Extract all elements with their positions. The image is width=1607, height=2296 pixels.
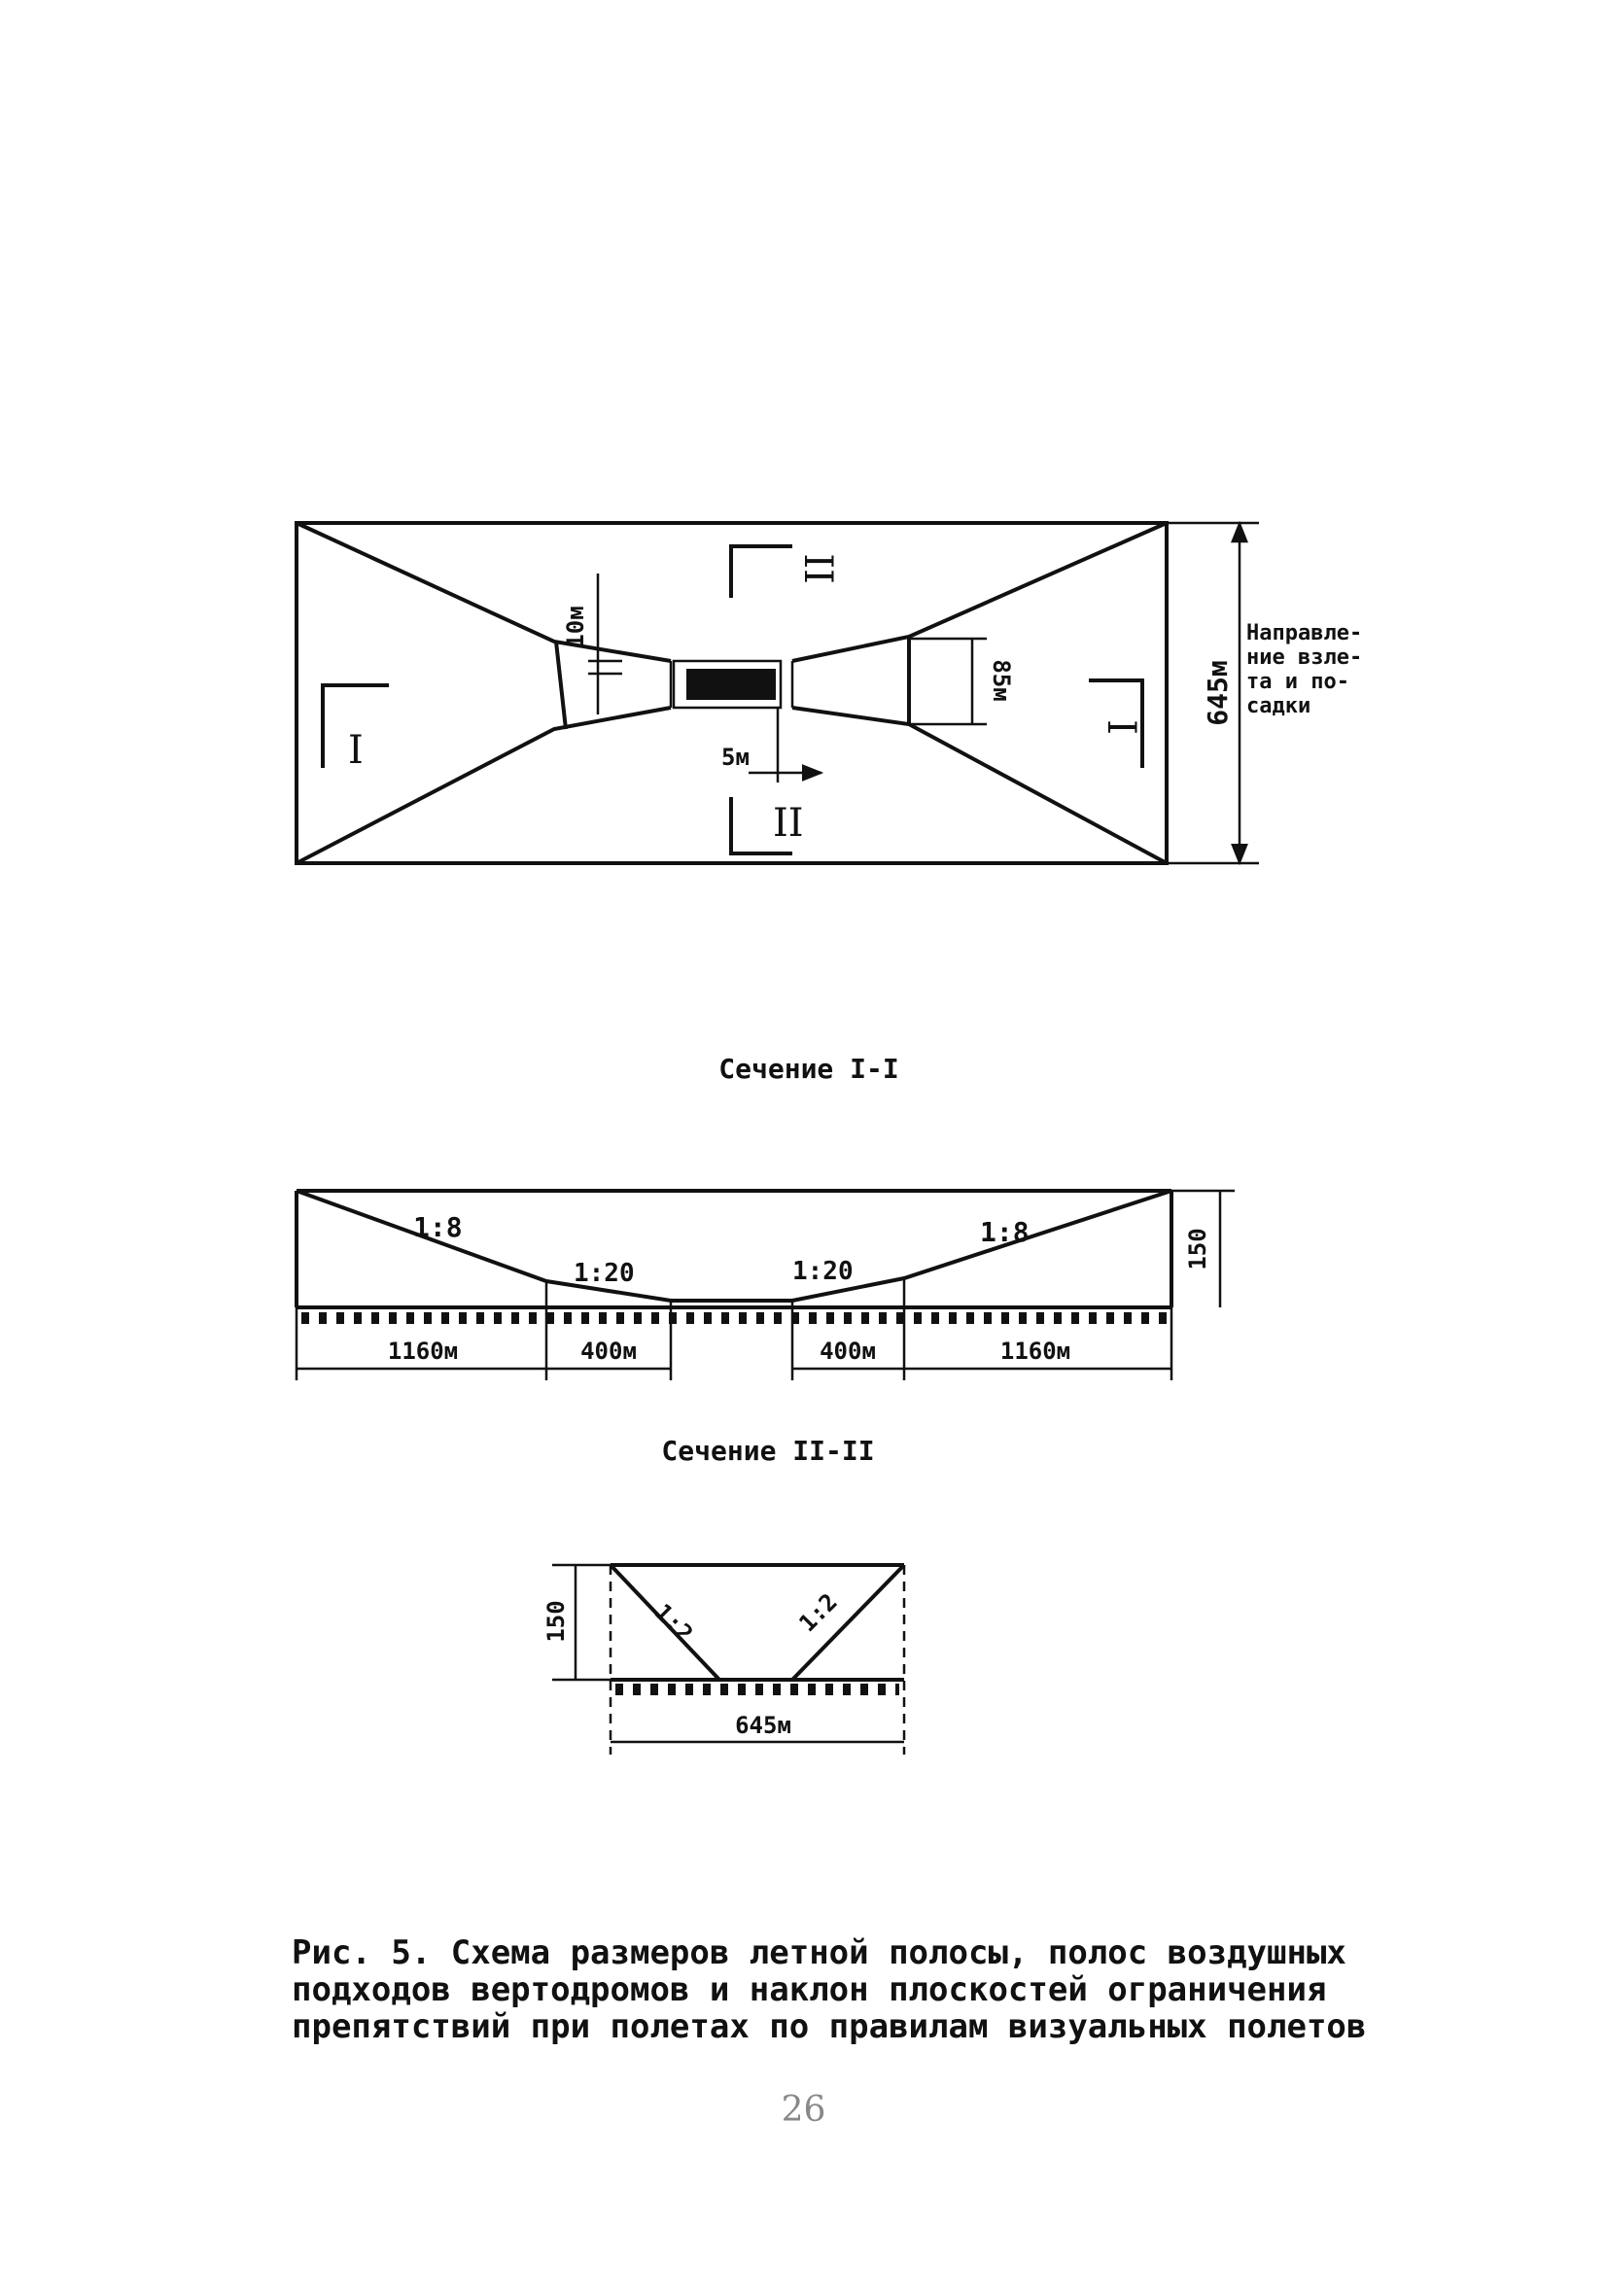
section1-slope-inner-left: 1:20 bbox=[574, 1259, 635, 1288]
direction-note-line-4: садки bbox=[1246, 694, 1310, 718]
section1-title: Сечение I-I bbox=[718, 1053, 898, 1085]
section2-width-label: 645м bbox=[735, 1712, 791, 1739]
approach-left-upper bbox=[296, 521, 672, 663]
section-label-left: I bbox=[348, 728, 364, 773]
dim-85-label: 85м bbox=[988, 659, 1015, 701]
section1-slope-inner-right: 1:20 bbox=[792, 1257, 854, 1286]
section1-dim-2: 400м bbox=[580, 1338, 637, 1365]
section-mark-top bbox=[729, 544, 792, 598]
section-mark-bottom bbox=[729, 797, 792, 855]
section1-dim-1: 1160м bbox=[388, 1338, 458, 1365]
plan-view: 10м 85м 5м 645м Направле- ние взле- та и… bbox=[295, 520, 1362, 866]
section1-dim-3: 400м bbox=[820, 1338, 876, 1365]
section1-height-label: 150 bbox=[1184, 1228, 1211, 1270]
dim-5-label: 5м bbox=[721, 744, 750, 771]
section-label-right: I bbox=[1099, 719, 1143, 735]
direction-note-line-3: та и по- bbox=[1246, 670, 1349, 694]
figure-caption: Рис. 5. Схема размеров летной полосы, по… bbox=[292, 1933, 1367, 2046]
plan-outline bbox=[295, 521, 1169, 865]
section2-profile: 1:2 1:2 150 645м bbox=[542, 1563, 906, 1755]
direction-note-line-2: ние взле- bbox=[1246, 645, 1362, 670]
direction-note-line-1: Направле- bbox=[1246, 621, 1362, 645]
section2-slope-left: 1:2 bbox=[649, 1598, 698, 1647]
page-number: 26 bbox=[781, 2090, 826, 2130]
section2-slope-right: 1:2 bbox=[793, 1588, 842, 1637]
section-mark-right bbox=[1089, 678, 1144, 768]
section2-title: Сечение II-II bbox=[661, 1435, 874, 1467]
section-label-top: II bbox=[795, 553, 840, 584]
dim-10-label: 10м bbox=[562, 606, 589, 647]
left-zone-edge bbox=[554, 641, 568, 730]
section1-slope-line bbox=[296, 1189, 1172, 1303]
section1-slope-outer-left: 1:8 bbox=[413, 1211, 463, 1243]
direction-note: Направле- ние взле- та и по- садки bbox=[1246, 621, 1362, 718]
landing-area-outline bbox=[672, 659, 783, 710]
landing-area bbox=[686, 669, 776, 700]
section-mark-left bbox=[321, 683, 389, 768]
section1-slope-outer-right: 1:8 bbox=[980, 1216, 1030, 1248]
section-label-bottom: II bbox=[773, 801, 804, 846]
approach-left-lower bbox=[296, 706, 672, 865]
section1-dim-4: 1160м bbox=[1000, 1338, 1070, 1365]
dim-645-label: 645м bbox=[1202, 660, 1234, 725]
approach-right-upper bbox=[791, 521, 1168, 663]
section2-height-label: 150 bbox=[542, 1600, 570, 1642]
section1-profile: 1:8 1:20 1:20 1:8 150 1160м 400м 400м 11… bbox=[295, 1189, 1235, 1380]
